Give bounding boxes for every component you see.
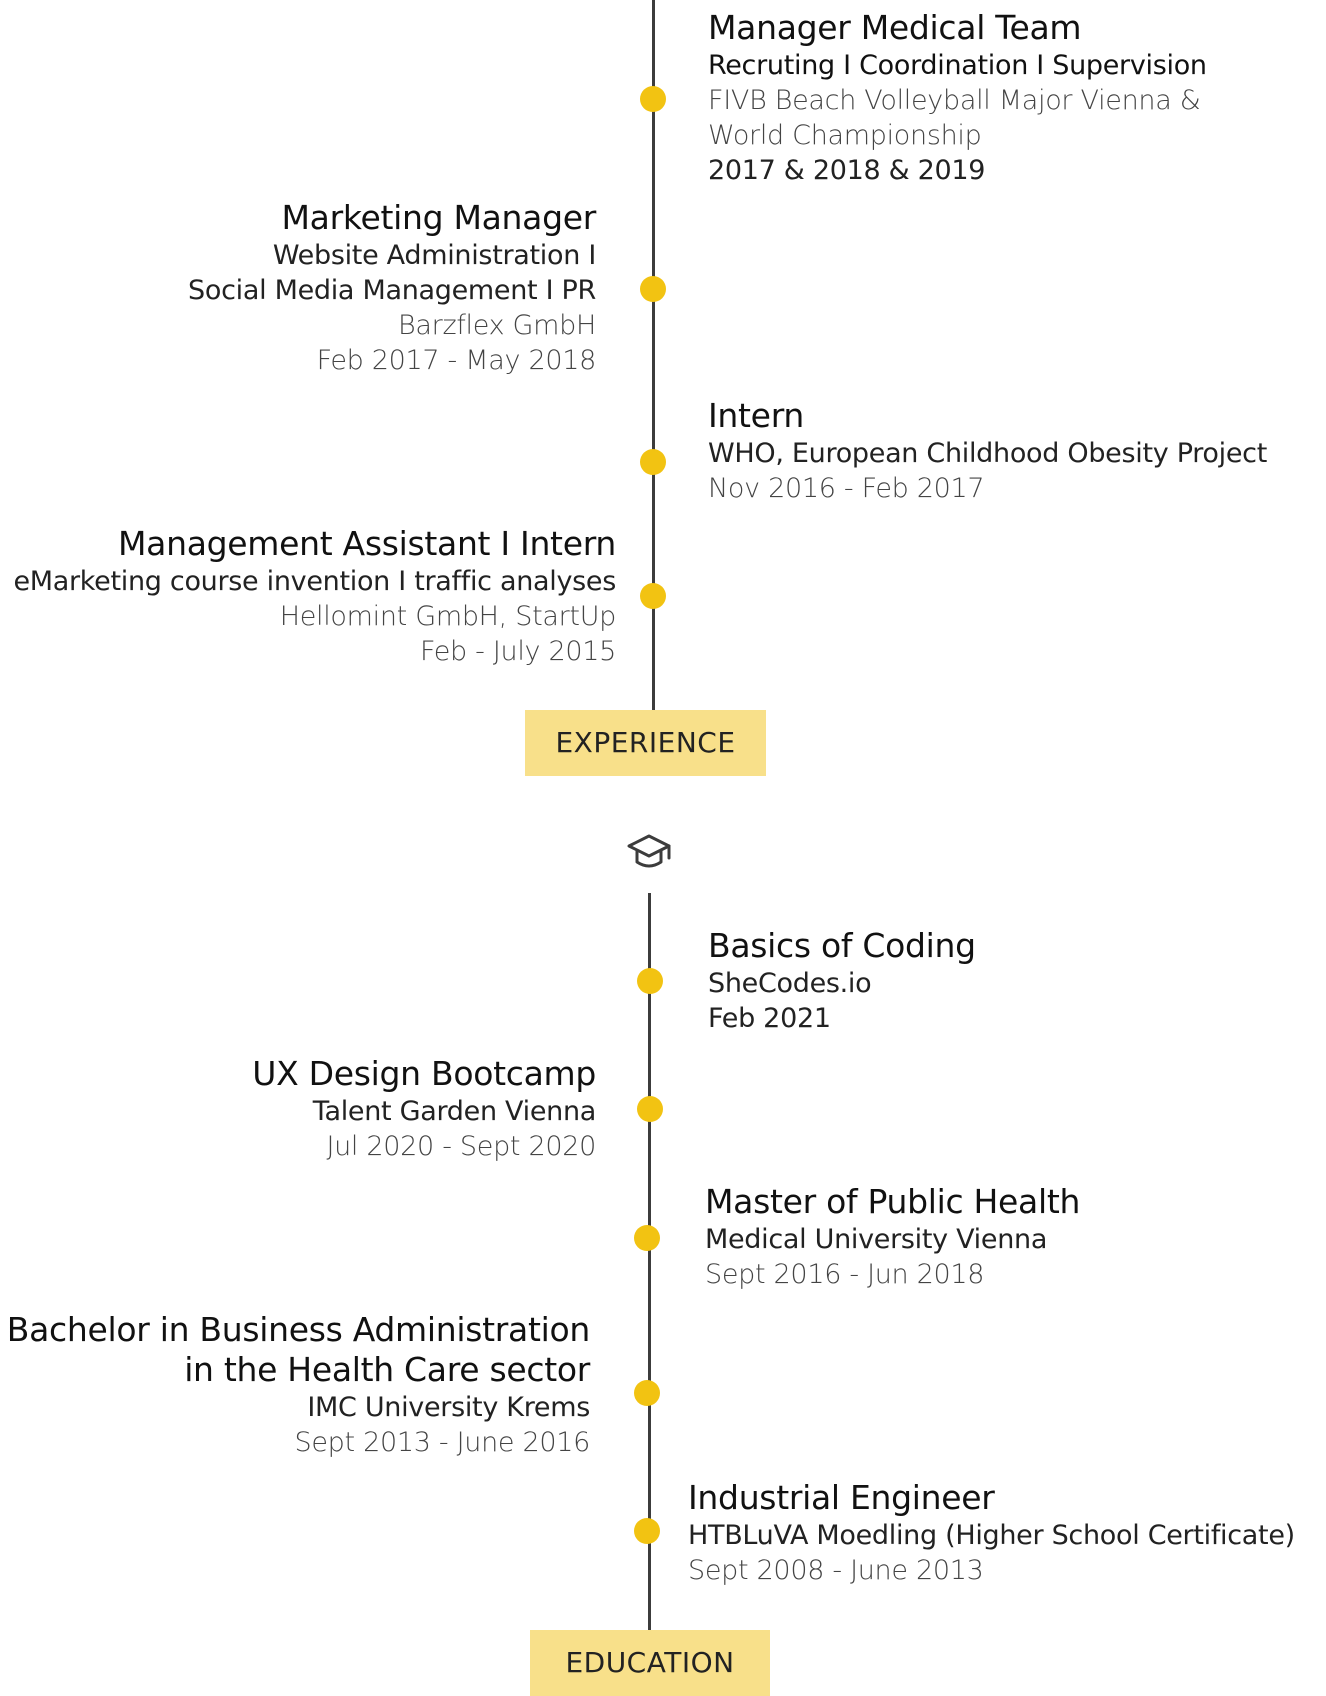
entry-date: Feb - July 2015 [419,636,616,667]
entry-date: Nov 2016 - Feb 2017 [708,473,985,504]
entry-date: Feb 2017 - May 2018 [316,345,597,376]
entry-line: Website Administration I [272,240,596,271]
entry-date: Sept 2008 - June 2013 [688,1555,984,1586]
entry-line: World Championship [708,120,982,151]
education-entry: Industrial Engineer HTBLuVA Moedling (Hi… [688,1478,1295,1588]
entry-title-line: Bachelor in Business Administration [6,1310,591,1349]
entry-line: Medical University Vienna [705,1224,1048,1255]
entry-title: Intern [708,396,804,435]
timeline-dot [640,449,666,475]
entry-line: Hellomint GmbH, StartUp [279,601,617,632]
entry-date: Feb 2021 [708,1003,831,1034]
entry-date: 2017 & 2018 & 2019 [708,155,986,186]
entry-line: SheCodes.io [708,968,872,999]
experience-section-label: EXPERIENCE [525,710,766,776]
experience-entry: Management Assistant I Intern eMarketing… [13,524,616,669]
entry-title: Marketing Manager [281,198,596,237]
experience-entry: Intern WHO, European Childhood Obesity P… [708,396,1267,506]
education-entry: Master of Public Health Medical Universi… [705,1182,1080,1292]
education-entry: Basics of Coding SheCodes.io Feb 2021 [708,926,976,1036]
timeline-dot [634,1225,660,1251]
entry-line: Barzflex GmbH [398,310,596,341]
entry-line: IMC University Krems [307,1392,590,1423]
entry-title: Manager Medical Team [708,8,1082,47]
entry-line: FIVB Beach Volleyball Major Vienna & [708,85,1201,116]
timeline-dot [640,86,666,112]
education-timeline-line [648,893,651,1633]
education-entry: Bachelor in Business Administration in t… [6,1310,591,1460]
timeline-dot [634,1380,660,1406]
experience-entry: Manager Medical Team Recruting I Coordin… [708,8,1207,188]
timeline-dot [640,583,666,609]
entry-title: Management Assistant I Intern [117,524,616,563]
entry-title: Basics of Coding [708,926,976,965]
experience-entry: Marketing Manager Website Administration… [188,198,596,378]
entry-line: Talent Garden Vienna [312,1096,597,1127]
entry-line: WHO, European Childhood Obesity Project [708,438,1267,469]
timeline-dot [637,968,663,994]
education-entry: UX Design Bootcamp Talent Garden Vienna … [252,1054,596,1164]
entry-title-line: in the Health Care sector [184,1350,590,1389]
graduation-cap-icon [626,832,672,880]
entry-line: eMarketing course invention I traffic an… [13,566,616,597]
entry-date: Sept 2016 - Jun 2018 [705,1259,985,1290]
timeline-dot [634,1518,660,1544]
entry-title: Industrial Engineer [688,1478,995,1517]
entry-title: UX Design Bootcamp [252,1054,596,1093]
education-section-label: EDUCATION [530,1630,770,1696]
timeline-dot [637,1096,663,1122]
timeline-dot [640,276,666,302]
experience-timeline-line [652,0,655,712]
entry-subtitle: Recruting I Coordination I Supervision [708,50,1207,81]
entry-date: Jul 2020 - Sept 2020 [326,1131,596,1162]
entry-date: Sept 2013 - June 2016 [294,1427,591,1458]
entry-title: Master of Public Health [705,1182,1081,1221]
entry-line: HTBLuVA Moedling (Higher School Certific… [688,1520,1295,1551]
entry-line: Social Media Management I PR [188,275,596,306]
